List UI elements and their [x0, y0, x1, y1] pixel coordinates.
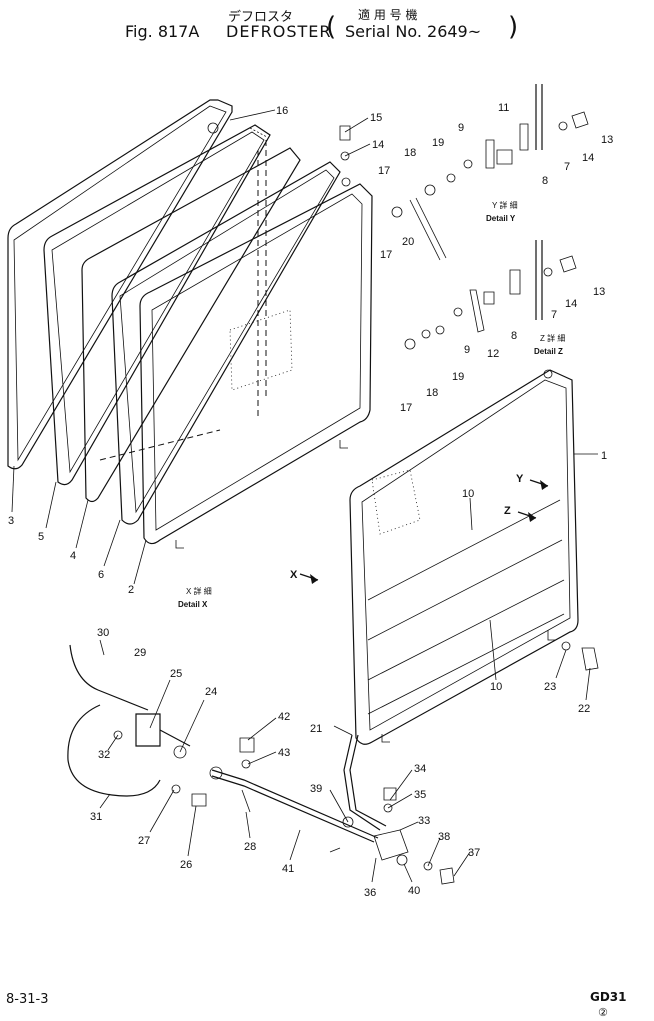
lower-piping-assembly	[67, 641, 599, 885]
detail-z-hardware	[404, 240, 577, 350]
figure-label: Fig. 817A	[125, 22, 200, 41]
part-callout-10-top: 10	[462, 488, 474, 500]
part-callout-29: 29	[134, 647, 146, 659]
part-callout-14-z: 14	[565, 298, 577, 310]
page-reference: 8-31-3	[6, 992, 49, 1007]
detail-y-caption: Detail Y	[486, 214, 516, 223]
part-callout-37: 37	[468, 847, 480, 859]
part-callout-5: 5	[38, 531, 44, 543]
defroster-panel-part-1	[349, 369, 579, 745]
detail-y-hardware	[391, 84, 589, 261]
detail-x-jp: X 詳 細	[186, 586, 212, 596]
revision-mark: ②	[598, 1006, 608, 1019]
part-callout-6: 6	[98, 569, 104, 581]
part-callout-11: 11	[498, 102, 509, 114]
part-callout-18-y: 18	[404, 147, 416, 159]
clip-part-16	[207, 122, 219, 134]
part-callout-30: 30	[97, 627, 109, 639]
part-callout-33: 33	[418, 815, 430, 827]
part-callout-9-z: 9	[464, 344, 470, 356]
part-callout-35: 35	[414, 789, 426, 801]
part-callout-27: 27	[138, 835, 150, 847]
part-callout-23: 23	[544, 681, 556, 693]
part-callout-42: 42	[278, 711, 290, 723]
part-callout-2: 2	[128, 584, 134, 596]
part-callout-20: 20	[402, 236, 414, 248]
part-callout-25: 25	[170, 668, 182, 680]
part-callout-39: 39	[310, 783, 322, 795]
detail-z-caption: Detail Z	[534, 347, 563, 356]
part-callout-14-mid: 14	[372, 139, 384, 151]
screw-part-15	[339, 125, 351, 161]
part-callout-34: 34	[414, 763, 426, 775]
part-callout-13-y: 13	[601, 134, 613, 146]
part-callout-3: 3	[8, 515, 14, 527]
part-callout-14-y: 14	[582, 152, 594, 164]
gasket-part-6	[111, 161, 341, 525]
arrow-label-z: Z	[504, 505, 511, 517]
inner-frame-part-2	[139, 177, 373, 549]
part-callout-21: 21	[310, 723, 322, 735]
part-callout-10-bottom: 10	[490, 681, 502, 693]
part-callout-26: 26	[180, 859, 192, 871]
part-callout-22: 22	[578, 703, 590, 715]
part-callout-43: 43	[278, 747, 290, 759]
part-callout-7-z: 7	[551, 309, 557, 321]
japanese-serial-label: 適 用 号 機	[358, 8, 418, 22]
serial-number: Serial No. 2649~	[345, 22, 482, 41]
arrow-label-y: Y	[516, 473, 524, 485]
detail-arrows	[299, 479, 549, 584]
detail-x-caption: Detail X	[178, 600, 208, 609]
part-callout-13-z: 13	[593, 286, 605, 298]
part-callout-9-y: 9	[458, 122, 464, 134]
japanese-title: デフロスタ	[228, 10, 294, 25]
seal-frame-part-3	[7, 99, 233, 470]
part-callout-28: 28	[244, 841, 256, 853]
part-callout-18-z: 18	[426, 387, 438, 399]
serial-close-paren: )	[508, 12, 519, 42]
part-callout-17-y-top: 17	[378, 165, 390, 177]
part-callout-19-z: 19	[452, 371, 464, 383]
part-callout-36: 36	[364, 887, 376, 899]
leader-lines	[11, 109, 598, 883]
part-callout-19-y: 19	[432, 137, 444, 149]
part-callout-12: 12	[487, 348, 499, 360]
figure-title: DEFROSTER	[226, 22, 332, 41]
part-callout-38: 38	[438, 831, 450, 843]
drawing-code: GD31	[590, 990, 627, 1004]
part-callout-16: 16	[276, 105, 288, 117]
part-callout-17-z: 17	[400, 402, 412, 414]
serial-open-paren: (	[326, 12, 337, 42]
part-callout-17-y-bottom: 17	[380, 249, 392, 261]
detail-z-jp: Z 詳 細	[540, 333, 565, 343]
part-callout-15: 15	[370, 112, 382, 124]
part-callout-31: 31	[90, 811, 102, 823]
part-callout-8-y: 8	[542, 175, 548, 187]
part-callout-1: 1	[601, 450, 607, 462]
part-callout-32: 32	[98, 749, 110, 761]
part-callout-41: 41	[282, 863, 294, 875]
part-callout-7-y: 7	[564, 161, 570, 173]
detail-y-jp: Y 詳 細	[492, 200, 518, 210]
gasket-part-5	[43, 124, 271, 486]
arrow-label-x: X	[290, 569, 298, 581]
part-callout-24: 24	[205, 686, 217, 698]
part-callout-40: 40	[408, 885, 420, 897]
glass-pane-part-4	[81, 140, 301, 503]
part-callout-4: 4	[70, 550, 76, 562]
part-callout-8-z: 8	[511, 330, 517, 342]
